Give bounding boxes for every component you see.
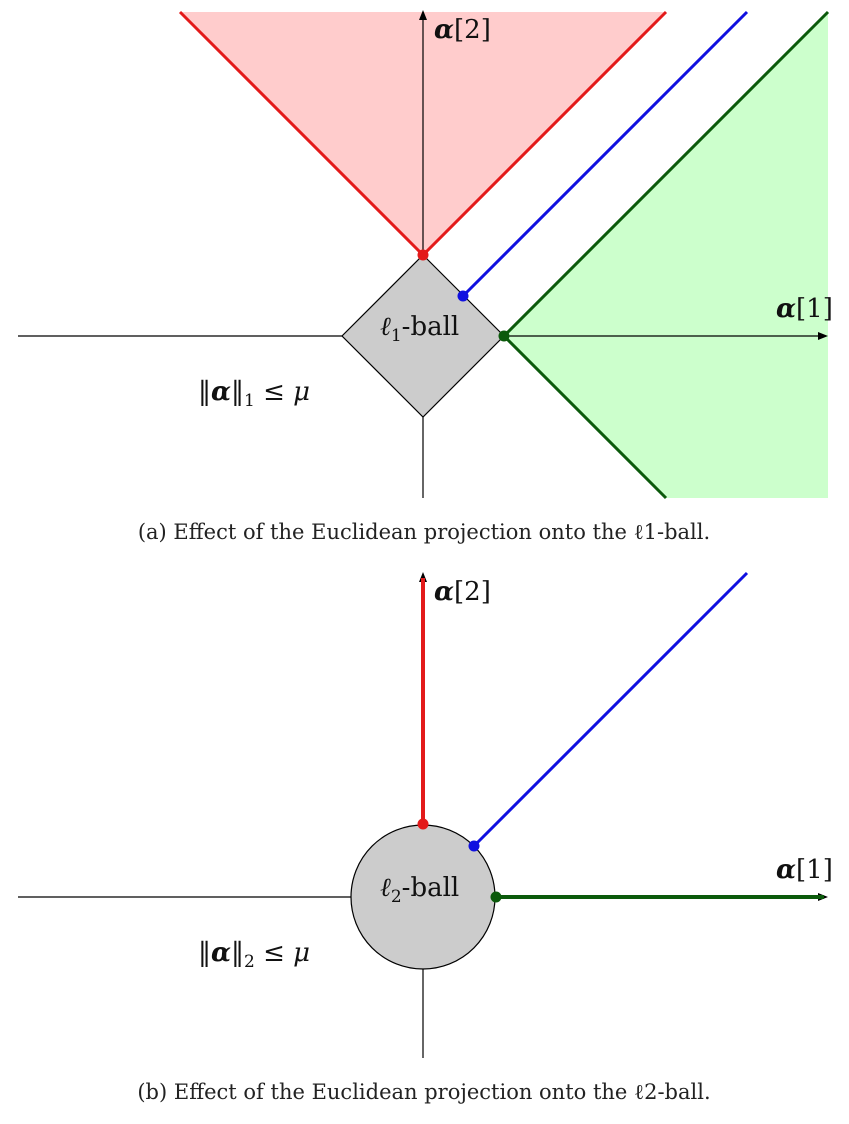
blue-point [468, 840, 480, 852]
y-axis-label: α[2] [434, 15, 491, 45]
panel-b: α[2] α[1] ℓ2-ball ‖α‖2 ≤ μ (b) Effect of… [18, 571, 833, 1104]
red-boundary-right [421, 10, 668, 257]
panel-a: α[2] α[1] ℓ1-ball ‖α‖1 ≤ μ (a) Effect of… [18, 10, 833, 544]
green-boundary-lower [502, 334, 668, 500]
blue-line [461, 10, 749, 298]
ball-label: ℓ1-ball [380, 312, 459, 346]
caption-b: (b) Effect of the Euclidean projection o… [137, 1080, 710, 1104]
red-point [417, 249, 429, 261]
green-boundary-upper [502, 10, 830, 338]
caption-a: (a) Effect of the Euclidean projection o… [138, 520, 710, 544]
red-boundary-left [178, 10, 425, 257]
x-axis-arrowhead [818, 332, 828, 340]
blue-point [457, 290, 469, 302]
green-cone-region [504, 12, 828, 498]
red-point [417, 818, 429, 830]
blue-line [472, 571, 749, 848]
constraint-label: ‖α‖2 ≤ μ [198, 938, 310, 972]
green-point [498, 330, 510, 342]
y-axis-arrowhead [419, 10, 427, 20]
x-axis-label: α[1] [776, 855, 833, 885]
constraint-label: ‖α‖1 ≤ μ [198, 377, 310, 411]
x-axis-label: α[1] [776, 294, 833, 324]
green-point [490, 891, 502, 903]
y-axis-label: α[2] [434, 577, 491, 607]
ball-label: ℓ2-ball [380, 873, 459, 907]
